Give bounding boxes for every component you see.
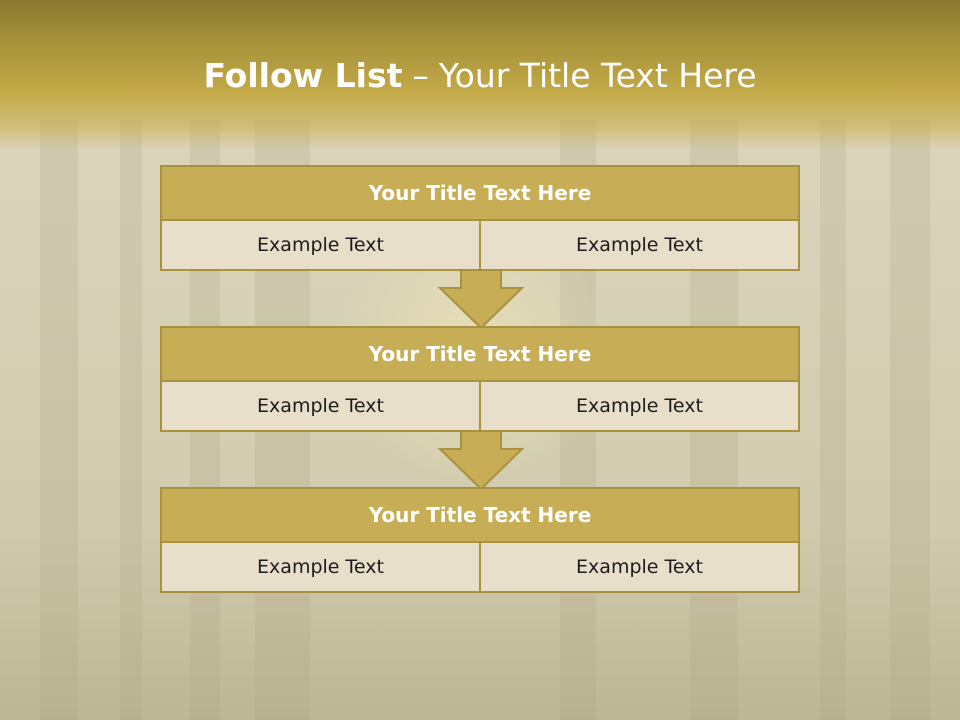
block-cell-right: Example Text: [479, 382, 798, 430]
list-block-1: Your Title Text Here Example Text Exampl…: [160, 165, 800, 271]
tree-trunk: [120, 120, 142, 720]
list-block-2: Your Title Text Here Example Text Exampl…: [160, 326, 800, 432]
block-row: Example Text Example Text: [160, 221, 800, 271]
block-cell-left: Example Text: [257, 234, 384, 256]
slide-title: Follow List–Your Title Text Here: [0, 56, 960, 96]
block-row: Example Text Example Text: [160, 382, 800, 432]
title-rest: Your Title Text Here: [438, 56, 757, 95]
block-cell-right: Example Text: [479, 221, 798, 269]
block-row: Example Text Example Text: [160, 543, 800, 593]
tree-trunk: [890, 120, 930, 720]
list-block-3: Your Title Text Here Example Text Exampl…: [160, 487, 800, 593]
block-title: Your Title Text Here: [160, 165, 800, 221]
block-cell-left: Example Text: [257, 395, 384, 417]
title-bold: Follow List: [203, 56, 403, 95]
tree-trunk: [40, 120, 78, 720]
block-title: Your Title Text Here: [160, 487, 800, 543]
block-cell-left: Example Text: [257, 556, 384, 578]
title-separator: –: [412, 56, 429, 95]
down-arrow-icon: [438, 431, 524, 491]
tree-trunk: [820, 120, 846, 720]
down-arrow-icon: [438, 270, 524, 330]
block-cell-right: Example Text: [479, 543, 798, 591]
block-title: Your Title Text Here: [160, 326, 800, 382]
header-band: [0, 0, 960, 150]
